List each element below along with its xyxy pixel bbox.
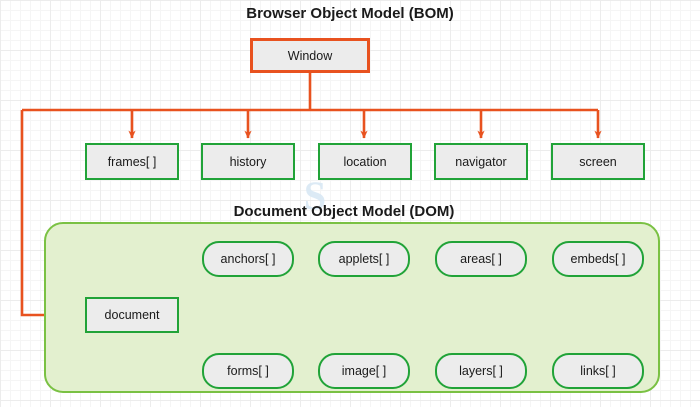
node-links-label: links[ ] xyxy=(580,364,616,378)
node-location-label: location xyxy=(343,154,387,169)
node-navigator-label: navigator xyxy=(455,154,507,169)
node-window-label: Window xyxy=(287,48,333,63)
node-document[interactable]: document xyxy=(85,297,179,333)
watermark: S xyxy=(303,173,327,218)
node-layers-label: layers[ ] xyxy=(459,364,503,378)
node-screen-label: screen xyxy=(579,154,617,169)
node-areas-label: areas[ ] xyxy=(460,252,502,266)
node-layers[interactable]: layers[ ] xyxy=(435,353,527,389)
node-history[interactable]: history xyxy=(201,143,295,180)
bom-section-title: Browser Object Model (BOM) xyxy=(246,5,454,22)
node-anchors-label: anchors[ ] xyxy=(220,252,276,266)
node-areas[interactable]: areas[ ] xyxy=(435,241,527,277)
node-forms[interactable]: forms[ ] xyxy=(202,353,294,389)
dom-section-title: Document Object Model (DOM) xyxy=(233,203,455,220)
node-anchors[interactable]: anchors[ ] xyxy=(202,241,294,277)
node-window[interactable]: Window xyxy=(250,38,370,73)
node-forms-label: forms[ ] xyxy=(227,364,269,378)
node-document-label: document xyxy=(104,308,160,322)
node-history-label: history xyxy=(229,154,267,169)
node-embeds[interactable]: embeds[ ] xyxy=(552,241,644,277)
node-image-label: image[ ] xyxy=(341,364,387,378)
node-frames-label: frames[ ] xyxy=(107,154,157,169)
node-frames[interactable]: frames[ ] xyxy=(85,143,179,180)
edge-bus-drops xyxy=(128,110,602,139)
node-location[interactable]: location xyxy=(318,143,412,180)
node-embeds-label: embeds[ ] xyxy=(570,252,626,266)
node-applets[interactable]: applets[ ] xyxy=(318,241,410,277)
node-screen[interactable]: screen xyxy=(551,143,645,180)
node-applets-label: applets[ ] xyxy=(338,252,390,266)
node-image[interactable]: image[ ] xyxy=(318,353,410,389)
node-navigator[interactable]: navigator xyxy=(434,143,528,180)
node-links[interactable]: links[ ] xyxy=(552,353,644,389)
